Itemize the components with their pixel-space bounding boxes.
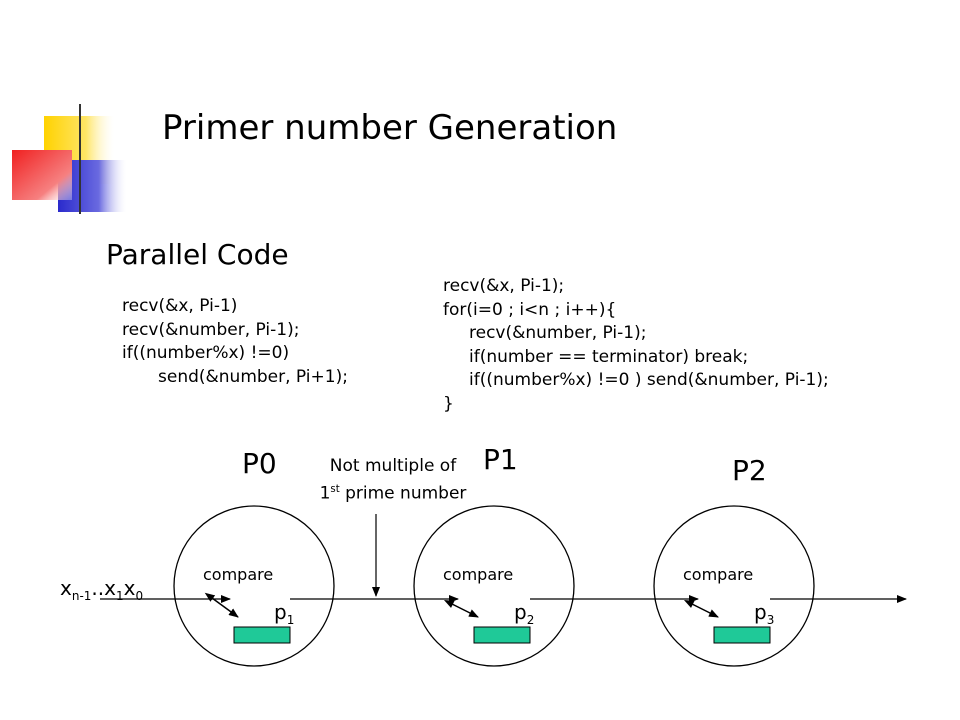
prime-label-p1: p2 (514, 600, 535, 627)
input-sequence-label: xn-1..x1x0 (60, 576, 144, 603)
code-line: if((number%x) !=0) (122, 343, 290, 363)
code-line: for(i=0 ; i<n ; i++){ (443, 299, 617, 320)
not-multiple-note: Not multiple of 1st prime number (308, 454, 478, 506)
process-label-p0: P0 (242, 447, 277, 480)
compare-arrow-p1 (443, 599, 479, 618)
code-line: recv(&x, Pi-1); (443, 276, 565, 296)
prime-label-p2: p3 (754, 600, 775, 627)
code-line: } (443, 393, 454, 414)
process-circle-p1 (413, 505, 575, 667)
section-heading: Parallel Code (106, 238, 289, 271)
note-line-2: 1st prime number (308, 478, 478, 506)
note-sup: st (330, 484, 340, 495)
compare-label-p1: compare (443, 565, 514, 584)
compare-arrow-p2 (683, 599, 719, 618)
process-circle-p0 (173, 505, 335, 667)
compare-label-p0: compare (203, 565, 274, 584)
process-circle-p2 (653, 505, 815, 667)
note-rest: prime number (339, 483, 467, 504)
slide-title: Primer number Generation (162, 108, 618, 148)
code-line: recv(&number, Pi-1); (469, 323, 647, 343)
note-num: 1 (319, 483, 331, 504)
code-line: recv(&x, Pi-1) (122, 296, 238, 316)
code-line: if(number == terminator) break; (469, 346, 749, 367)
process-label-p2: P2 (732, 454, 767, 487)
storage-box-p2 (713, 626, 771, 644)
code-block-left: recv(&x, Pi-1) recv(&number, Pi-1); if((… (122, 295, 348, 389)
code-block-right: recv(&x, Pi-1); for(i=0 ; i<n ; i++){ re… (443, 275, 829, 416)
logo-decoration (12, 104, 870, 214)
process-label-p1: P1 (483, 443, 518, 476)
prime-label-p0: p1 (274, 600, 295, 627)
code-line: send(&number, Pi+1); (158, 366, 348, 387)
storage-box-p1 (473, 626, 531, 644)
storage-box-p0 (233, 626, 291, 644)
compare-label-p2: compare (683, 565, 754, 584)
code-line: recv(&number, Pi-1); (122, 319, 300, 340)
note-line-1: Not multiple of (329, 456, 457, 476)
code-line: if((number%x) !=0 ) send(&number, Pi-1); (469, 370, 829, 390)
compare-arrow-p0 (204, 592, 239, 618)
